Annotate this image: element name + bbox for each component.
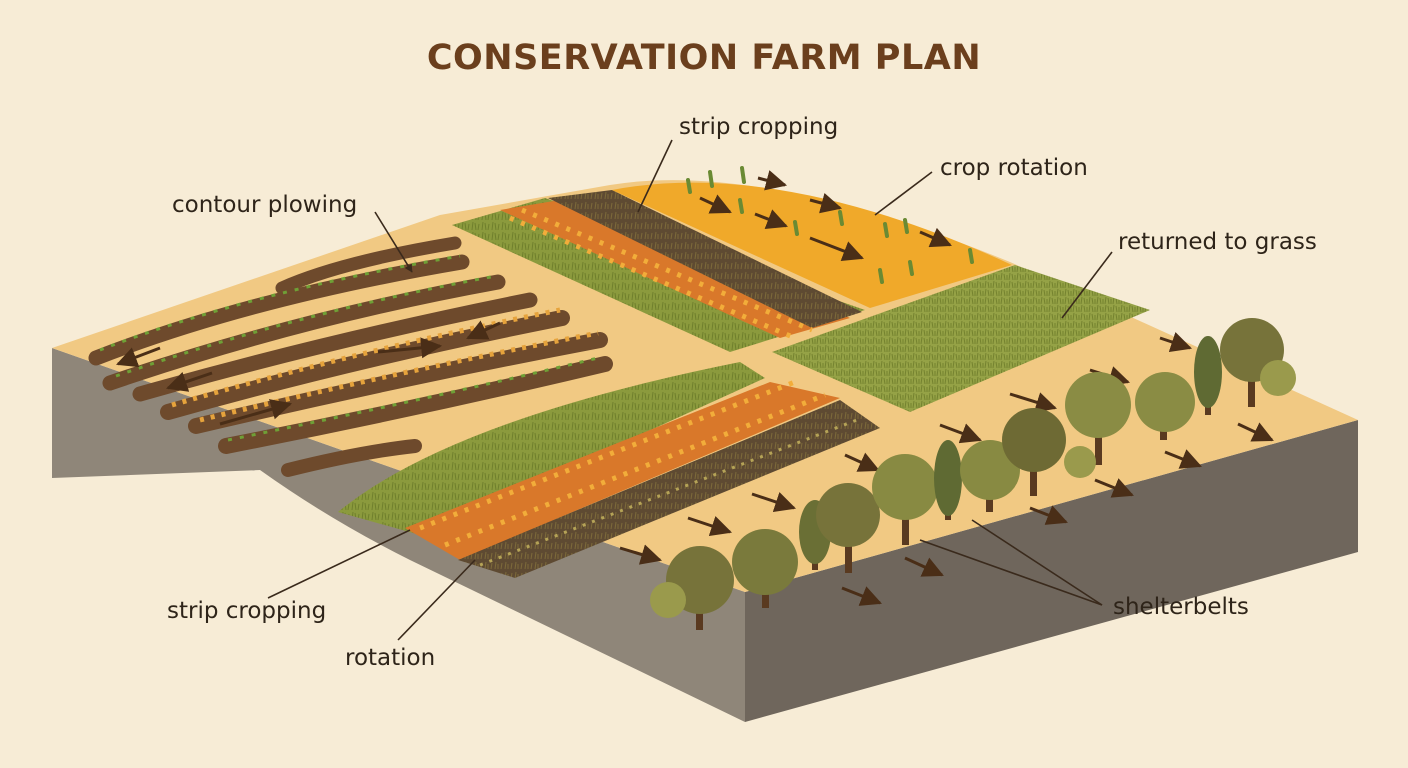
tree [1135,372,1195,440]
tree [960,440,1020,512]
tree [1065,372,1131,465]
returned-to-grass-field [772,265,1150,412]
label-shelterbelts: shelterbelts [1113,594,1249,620]
lower-strip-cropping-field [338,362,880,578]
shelterbelt-trees [650,318,1296,630]
leader-lines [267,139,1113,641]
tree [1194,336,1222,415]
label-strip-cropping-bottom: strip cropping [167,598,327,624]
tree [934,440,962,520]
tree [650,582,686,618]
upper-strip-cropping-field [452,190,865,352]
tree [816,483,880,573]
label-strip-cropping-top: strip cropping [679,114,839,140]
wind-arrows [619,332,1274,606]
tree [1064,446,1096,478]
tree [872,454,938,545]
diagram-title: CONSERVATION FARM PLAN [426,38,982,78]
label-contour-plowing: contour plowing [172,192,358,218]
tree [1260,360,1296,396]
crop-rotation-field [612,166,1012,308]
label-crop-rotation: crop rotation [940,155,1088,181]
tree [732,529,798,608]
label-returned-to-grass: returned to grass [1118,229,1317,255]
label-rotation: rotation [345,645,436,671]
tree [1002,408,1066,496]
